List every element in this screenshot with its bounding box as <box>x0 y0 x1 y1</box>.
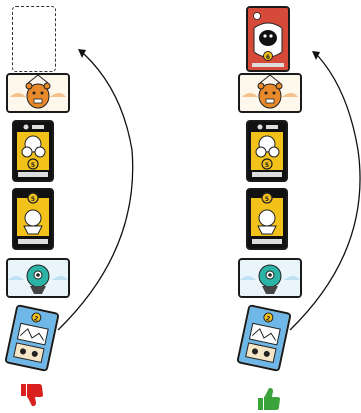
orange-bear-card-right[interactable] <box>238 73 302 113</box>
svg-text:6: 6 <box>266 54 270 61</box>
yellow-character-art-2: 5 <box>14 190 52 248</box>
empty-card-slot[interactable] <box>12 6 56 72</box>
yellow-character-card[interactable]: 5 <box>12 120 54 182</box>
svg-text:5: 5 <box>31 196 35 203</box>
red-monster-art: 6 <box>248 8 288 70</box>
yellow-character-card-right-2[interactable]: 5 <box>246 188 288 250</box>
svg-text:5: 5 <box>265 162 269 169</box>
tilted-blue-art-right: 2 <box>238 306 290 370</box>
svg-text:2: 2 <box>33 315 39 323</box>
svg-text:2: 2 <box>265 315 271 323</box>
thumbs-up-icon <box>258 388 280 410</box>
tilted-blue-art: 2 <box>6 306 58 370</box>
svg-text:5: 5 <box>265 196 269 203</box>
yellow-character-card-right[interactable]: 5 <box>246 120 288 182</box>
teal-robot-card[interactable] <box>6 258 70 298</box>
teal-robot-art-right <box>240 260 300 296</box>
orange-bear-card[interactable] <box>6 73 70 113</box>
teal-robot-card-right[interactable] <box>238 258 302 298</box>
yellow-character-art: 5 <box>14 122 52 180</box>
thumbs-down-icon <box>21 384 43 406</box>
teal-robot-art <box>8 260 68 296</box>
tilted-blue-card-right[interactable]: 2 <box>236 304 292 372</box>
svg-text:5: 5 <box>31 162 35 169</box>
orange-bear-art-right <box>240 75 300 111</box>
red-monster-card[interactable]: 6 <box>246 6 290 72</box>
tilted-blue-card[interactable]: 2 <box>4 304 60 372</box>
yellow-character-art-right: 5 <box>248 122 286 180</box>
yellow-character-art-right-2: 5 <box>248 190 286 248</box>
yellow-character-card-2[interactable]: 5 <box>12 188 54 250</box>
orange-bear-art <box>8 75 68 111</box>
